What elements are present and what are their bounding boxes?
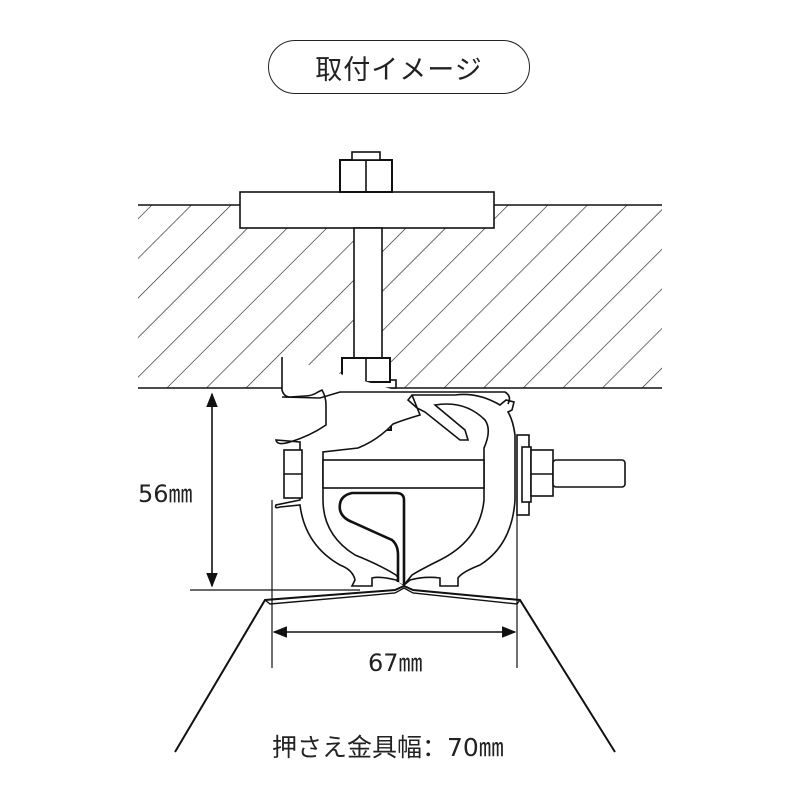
height-label: 56㎜	[138, 480, 193, 508]
hatched-structure	[138, 204, 662, 389]
title-text: 取付イメージ	[315, 54, 483, 86]
title-badge: 取付イメージ	[268, 40, 530, 94]
width-dimension	[271, 500, 518, 668]
width-label: 67㎜	[368, 649, 423, 677]
clamp-width-label: 押さえ金具幅：70㎜	[272, 733, 504, 762]
height-dimension	[190, 392, 360, 591]
roof-clamp	[274, 357, 626, 587]
